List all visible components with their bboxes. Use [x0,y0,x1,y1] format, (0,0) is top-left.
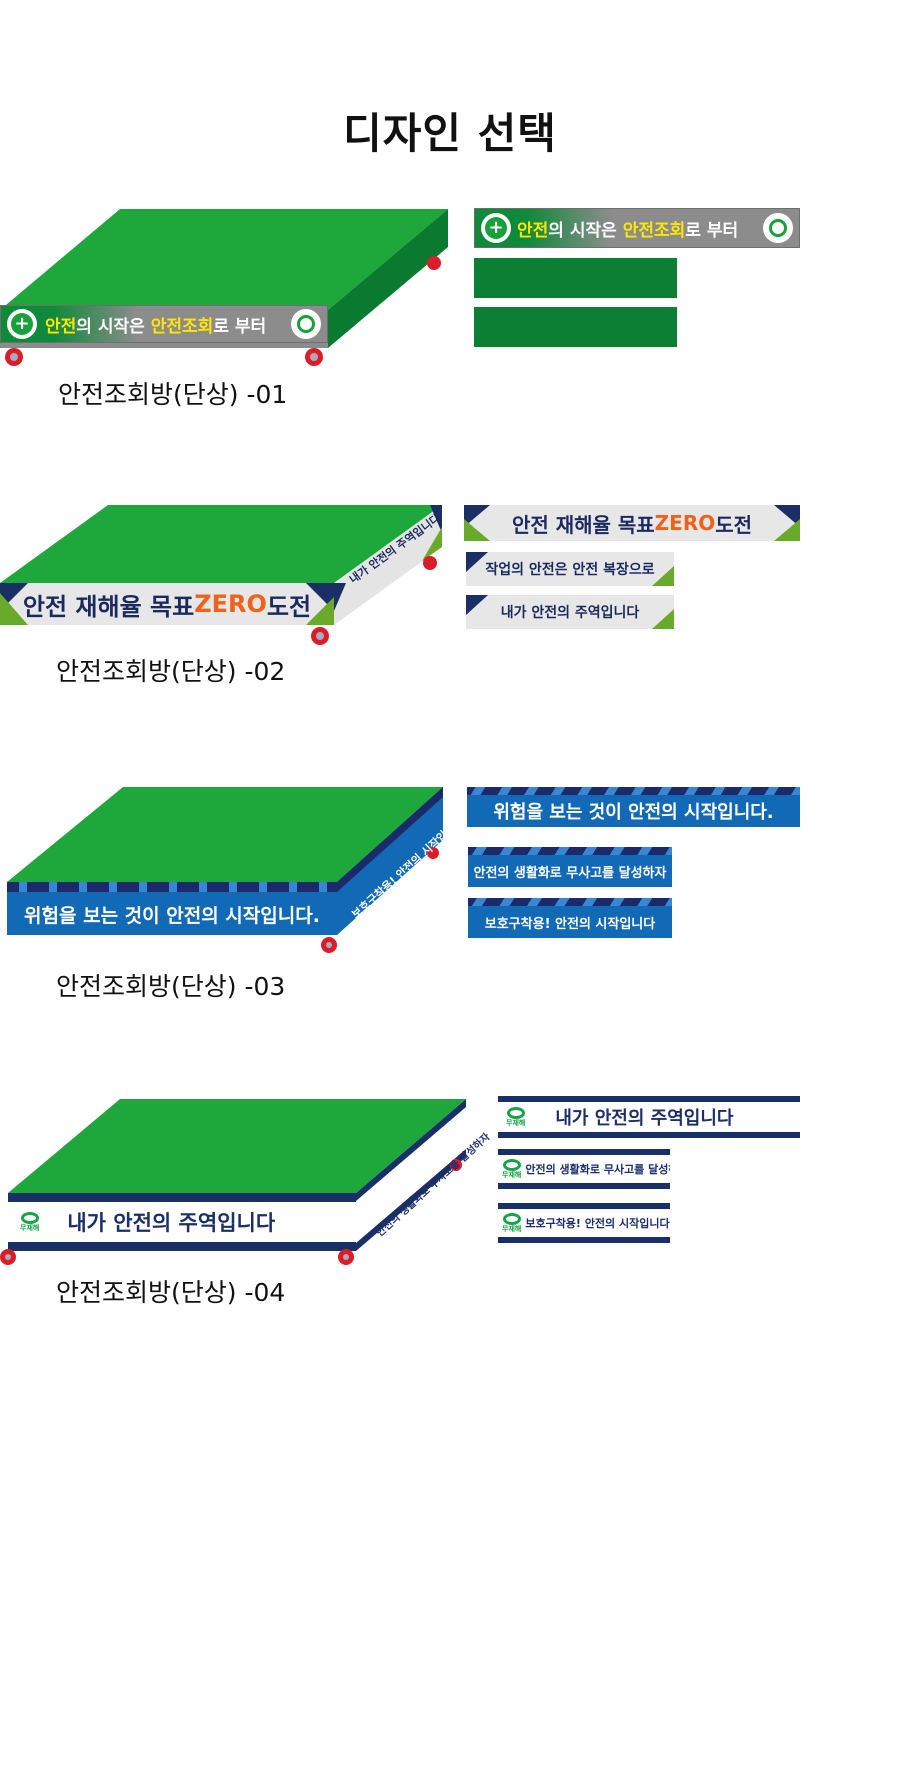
platform-illustration-02 [0,505,442,645]
banner-02-side-b: 내가 안전의 주역입니다 [466,595,674,629]
banner-03-front: 위험을 보는 것이 안전의 시작입니다. [467,787,800,827]
banner-03-side-b: 보호구착용! 안전의 시작입니다 [468,898,672,938]
platform-illustration-01 [0,209,448,366]
banner-02-front: 안전 재해율 목표 ZERO 도전 [464,505,800,541]
zero-accident-logo-icon: 무재해 [502,1213,521,1233]
banner-04-side-a: 무재해 안전의 생활화로 무사고를 달성하자 [498,1149,670,1189]
design-caption-01: 안전조회방(단상) -01 [58,380,288,409]
banner-04-front: 무재해 내가 안전의 주역입니다 [498,1096,800,1138]
platform-front-banner-04: 무재해 내가 안전의 주역입니다 [20,1211,276,1235]
platform-front-banner-01: + 안전의 시작은 안전조회로 부터 [0,305,328,343]
banner-01-side-a [474,258,677,298]
banner-02-side-a: 작업의 안전은 안전 복장으로 [466,552,674,586]
platform-illustration-03 [7,787,443,953]
zero-accident-logo-icon [763,213,793,243]
zero-accident-logo-icon: 무재해 [20,1212,39,1232]
zero-accident-logo-icon: 무재해 [502,1159,521,1179]
corner-green-triangle [464,519,490,541]
banner-01-front: + 안전의 시작은 안전조회로 부터 [474,208,800,248]
design-caption-02: 안전조회방(단상) -02 [56,657,286,686]
zero-accident-logo-icon: 무재해 [506,1107,525,1127]
design-caption-04: 안전조회방(단상) -04 [56,1278,286,1307]
platform-front-banner-02: 안전 재해율 목표 ZERO 도전 [22,590,312,621]
platform-front-banner-03: 위험을 보는 것이 안전의 시작입니다. [24,904,320,927]
zero-accident-logo-icon [291,309,321,339]
corner-navy-triangle [466,552,488,572]
design-caption-03: 안전조회방(단상) -03 [56,972,286,1001]
corner-green-triangle [774,519,800,541]
platform-illustration-04 [0,1099,466,1265]
corner-green-triangle [652,566,674,586]
banner-01-side-b [474,307,677,347]
banner-03-side-a: 안전의 생활화로 무사고를 달성하자 [468,847,672,887]
page-title: 디자인 선택 [343,109,557,158]
safety-cross-icon: + [481,213,511,243]
corner-navy-triangle [466,595,488,615]
banner-04-side-b: 무재해 보호구착용! 안전의 시작입니다 [498,1203,670,1243]
corner-green-triangle [652,609,674,629]
safety-cross-icon: + [7,309,37,339]
